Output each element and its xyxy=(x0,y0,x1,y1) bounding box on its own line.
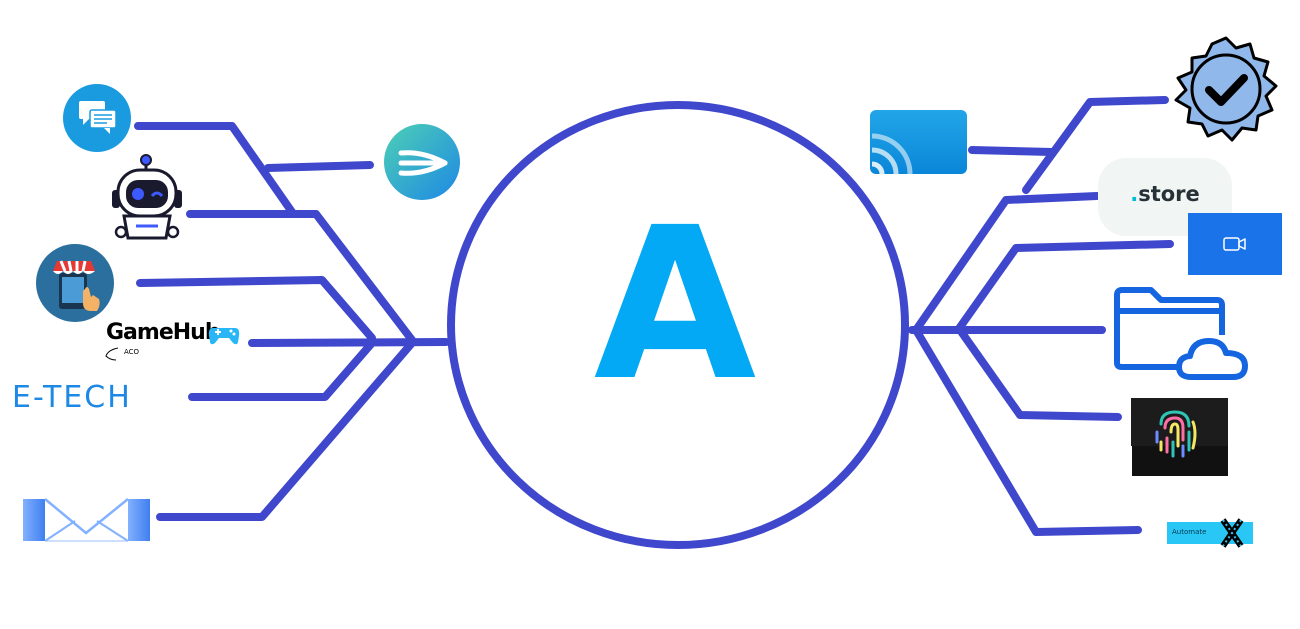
connector-gamehub xyxy=(248,338,450,347)
shop-app-node[interactable] xyxy=(35,243,115,323)
hub-letter: A xyxy=(593,182,757,427)
connector-store xyxy=(912,192,1101,334)
automate-label: Automate xyxy=(1172,528,1207,536)
gamehub-title: GameHub xyxy=(106,320,221,345)
connector-shop xyxy=(136,276,376,342)
store-label: .store xyxy=(1098,182,1232,206)
cast-app-node[interactable] xyxy=(870,110,967,175)
connector-fingerprint xyxy=(956,326,1122,421)
shop-touch-icon xyxy=(36,244,114,322)
connector-cast xyxy=(968,146,1056,156)
connector-automate xyxy=(912,326,1142,536)
gamehub-subtitle: ACO xyxy=(124,348,140,356)
chat-bubbles-icon xyxy=(63,84,131,152)
swoosh-icon xyxy=(105,347,119,361)
cloud-folder-app-node[interactable] xyxy=(1113,287,1253,385)
cast-icon xyxy=(870,110,967,175)
gamepad-icon xyxy=(208,328,240,345)
robot-app-node[interactable] xyxy=(108,154,186,244)
swiftkey-icon xyxy=(384,124,460,200)
connector-chat xyxy=(134,122,296,216)
mail-app-node[interactable] xyxy=(23,497,150,544)
fingerprint-icon xyxy=(1131,398,1228,476)
hub-circle xyxy=(447,101,909,549)
connector-robot xyxy=(186,210,416,344)
verified-app-node[interactable] xyxy=(1168,36,1284,144)
robot-icon xyxy=(112,154,182,240)
swiftkey-app-node[interactable] xyxy=(383,123,461,201)
connector-video xyxy=(954,240,1174,334)
connector-verified xyxy=(1022,96,1169,194)
envelope-icon xyxy=(23,498,150,542)
connector-etech xyxy=(188,339,376,401)
gamehub-app-node[interactable]: GameHub ACO xyxy=(104,320,244,362)
connector-mail xyxy=(156,339,416,521)
cross-icon xyxy=(1220,518,1244,548)
store-label-text: store xyxy=(1138,182,1200,206)
etech-app-node[interactable]: E-TECH xyxy=(12,380,132,415)
automate-app-node[interactable]: Automate xyxy=(1167,518,1253,548)
fingerprint-app-node[interactable] xyxy=(1131,398,1228,476)
verified-badge-icon xyxy=(1174,36,1278,142)
video-app-node[interactable] xyxy=(1188,213,1282,275)
connector-swiftkey xyxy=(264,161,374,172)
video-camera-icon xyxy=(1188,213,1282,275)
chat-app-node[interactable] xyxy=(61,83,133,153)
cloud-folder-icon xyxy=(1114,287,1248,380)
store-label-dot: . xyxy=(1130,182,1139,206)
